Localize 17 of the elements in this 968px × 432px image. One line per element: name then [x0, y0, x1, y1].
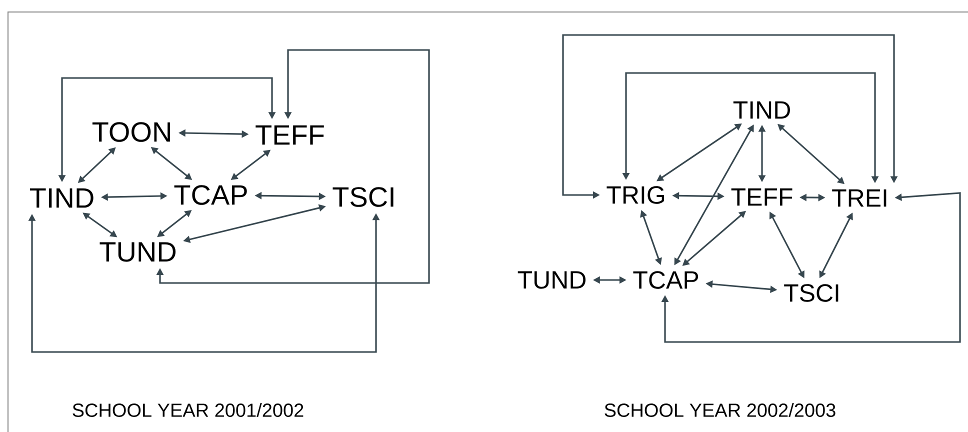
panel-caption: SCHOOL YEAR 2002/2003 — [604, 403, 836, 417]
node-label: TUND — [100, 242, 176, 262]
node-label: TSCI — [332, 187, 394, 207]
node-label: TREI — [832, 189, 886, 207]
node-label: TRIG — [606, 186, 664, 204]
node-label: TEFF — [731, 188, 792, 206]
connector-arrow — [156, 49, 430, 284]
node-label: TSCI — [784, 284, 838, 302]
node-label: TCAP — [633, 271, 698, 289]
panel-caption: SCHOOL YEAR 2001/2002 — [72, 403, 304, 417]
node-label: TUND — [518, 271, 586, 289]
node-label: TOON — [92, 122, 170, 142]
node-label: TCAP — [174, 185, 247, 205]
connector-arrow — [661, 192, 961, 343]
node-label: TIND — [733, 101, 790, 119]
node-label: TIND — [30, 188, 94, 208]
node-label: TEFF — [256, 125, 324, 145]
